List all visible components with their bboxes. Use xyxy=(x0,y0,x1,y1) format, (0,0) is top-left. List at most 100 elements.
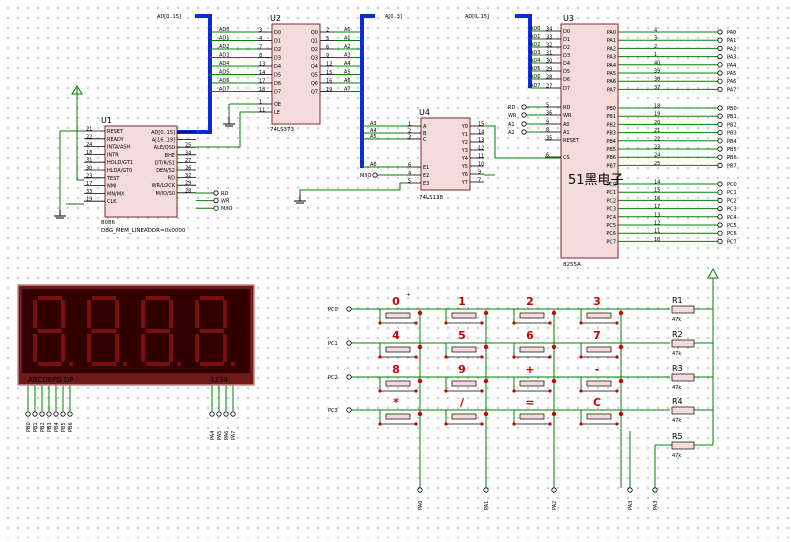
segment xyxy=(38,296,62,300)
u3-pa-terminal xyxy=(717,86,723,93)
u1-pin-name: NMI xyxy=(107,184,117,190)
segment xyxy=(33,334,37,362)
ale-wire xyxy=(196,111,258,148)
u3-pc-terminal xyxy=(717,206,723,212)
u3-pin-num: 30 xyxy=(546,59,552,65)
u2-pin-name: OE xyxy=(274,102,281,108)
u4-pin-name: A xyxy=(423,124,427,130)
u3-port-label: PB0 xyxy=(727,106,737,112)
u3-port-label: PA7 xyxy=(727,87,736,93)
u3-pin-num: 34 xyxy=(546,27,552,33)
u3-chip xyxy=(560,23,619,259)
kp-col-terminal xyxy=(652,487,658,493)
u4-pin-name: Y4 xyxy=(461,156,468,162)
u3-pc-terminal xyxy=(717,181,723,187)
u4-mio-terminal xyxy=(372,172,378,178)
u3-ctl-label: WR xyxy=(508,113,517,119)
u3-pin-num: 9 xyxy=(546,120,549,126)
u4-pin-num: 2 xyxy=(408,129,411,135)
u2-pin-num: 4 xyxy=(259,36,262,42)
resistor-value: 47k xyxy=(672,385,681,391)
segment xyxy=(169,334,173,362)
segment xyxy=(141,334,145,362)
watermark: 51黑电子 xyxy=(568,173,624,188)
u2-out-label: A5 xyxy=(344,70,351,76)
u1-pin-num: 34 xyxy=(185,150,191,156)
key-switch xyxy=(512,310,557,325)
kp-row-label: PC1 xyxy=(328,341,338,347)
u3-port-label: PC4 xyxy=(727,215,737,221)
key-node xyxy=(618,378,624,384)
kp-row-label: PC0 xyxy=(328,307,338,313)
u1-pin-name: WR/LOCK xyxy=(152,183,176,189)
u2-in-label: AD0 xyxy=(219,27,229,33)
u2-in-label: AD3 xyxy=(219,53,229,59)
u3-pin-name: PB7 xyxy=(606,163,616,169)
seg-terminal xyxy=(32,411,38,417)
key-label: C xyxy=(593,396,601,409)
kp-row-terminal xyxy=(346,407,352,413)
u3-pin-name: PC3 xyxy=(606,207,616,213)
u2-pin-name: Q0 xyxy=(311,30,318,36)
u2-in-label: AD7 xyxy=(219,87,229,93)
key-node xyxy=(483,411,489,417)
segment xyxy=(61,300,65,328)
key-pin xyxy=(615,321,619,325)
segment xyxy=(115,334,119,362)
u3-pin-name: PB4 xyxy=(606,139,616,145)
u2-pin-name: D4 xyxy=(274,64,281,70)
resistor-value: 47k xyxy=(672,453,681,459)
u3-pin-num: 4 xyxy=(654,28,657,34)
key-switch xyxy=(444,411,489,426)
u3-pb-terminal xyxy=(717,121,723,128)
u2-in-label: AD6 xyxy=(219,78,229,84)
u1-chip xyxy=(104,125,178,218)
kp-col-terminal xyxy=(551,487,557,493)
u3-port-label: PB2 xyxy=(727,122,737,128)
u1-pin-num: 28 xyxy=(185,188,191,194)
segment xyxy=(115,300,119,328)
seg-terminal-label: PB3 xyxy=(47,422,53,432)
u3-ctl-terminal xyxy=(521,129,527,135)
resistor-name: R2 xyxy=(672,330,683,339)
dig-terminal xyxy=(223,411,229,417)
u4-pin-name: Y7 xyxy=(461,180,468,186)
u3-port-label: PB7 xyxy=(727,163,737,169)
key-cap xyxy=(586,346,612,353)
key-switch xyxy=(579,310,624,325)
u3-pin-name: PB2 xyxy=(606,122,616,128)
display-digit-3 xyxy=(141,296,181,366)
key-pin xyxy=(378,389,382,393)
u3-pin-name: PB3 xyxy=(606,131,616,137)
segment xyxy=(223,334,227,362)
u2-part: 74LS373 xyxy=(270,127,295,133)
u1-pin-name: INTA/ASH xyxy=(107,145,131,151)
u3-pin-name: PC4 xyxy=(606,215,616,221)
u2-in-label: AD2 xyxy=(219,44,229,50)
u3-pin-name: PA1 xyxy=(607,38,616,44)
key-pin xyxy=(579,355,583,359)
kp-col-terminal xyxy=(483,487,489,493)
kp-row-terminal xyxy=(346,340,352,346)
key-pin xyxy=(512,389,516,393)
u2-pin-num: 6 xyxy=(326,45,329,51)
segment xyxy=(200,329,224,333)
key-label: 6 xyxy=(526,329,534,342)
u4-pin-num: 9 xyxy=(478,170,481,176)
kp-col-terminal xyxy=(627,487,633,493)
u3-in-label: AD6 xyxy=(530,74,540,80)
key-cap xyxy=(586,380,612,387)
u3-pin-name: WR xyxy=(563,113,572,119)
key-pin xyxy=(414,321,418,325)
u1-pin-name: DEN/S2 xyxy=(156,168,175,174)
u4-pin-num: 13 xyxy=(478,138,484,144)
key-node xyxy=(618,344,624,350)
key-cap xyxy=(586,312,612,319)
dig-terminal xyxy=(216,411,222,417)
u4-pin-num: 10 xyxy=(478,162,484,168)
u1-ctl-terminal xyxy=(213,198,219,204)
u3-part: 8255A xyxy=(563,262,581,268)
key-pin xyxy=(579,389,583,393)
key-pin xyxy=(512,422,516,426)
segment xyxy=(87,300,91,328)
